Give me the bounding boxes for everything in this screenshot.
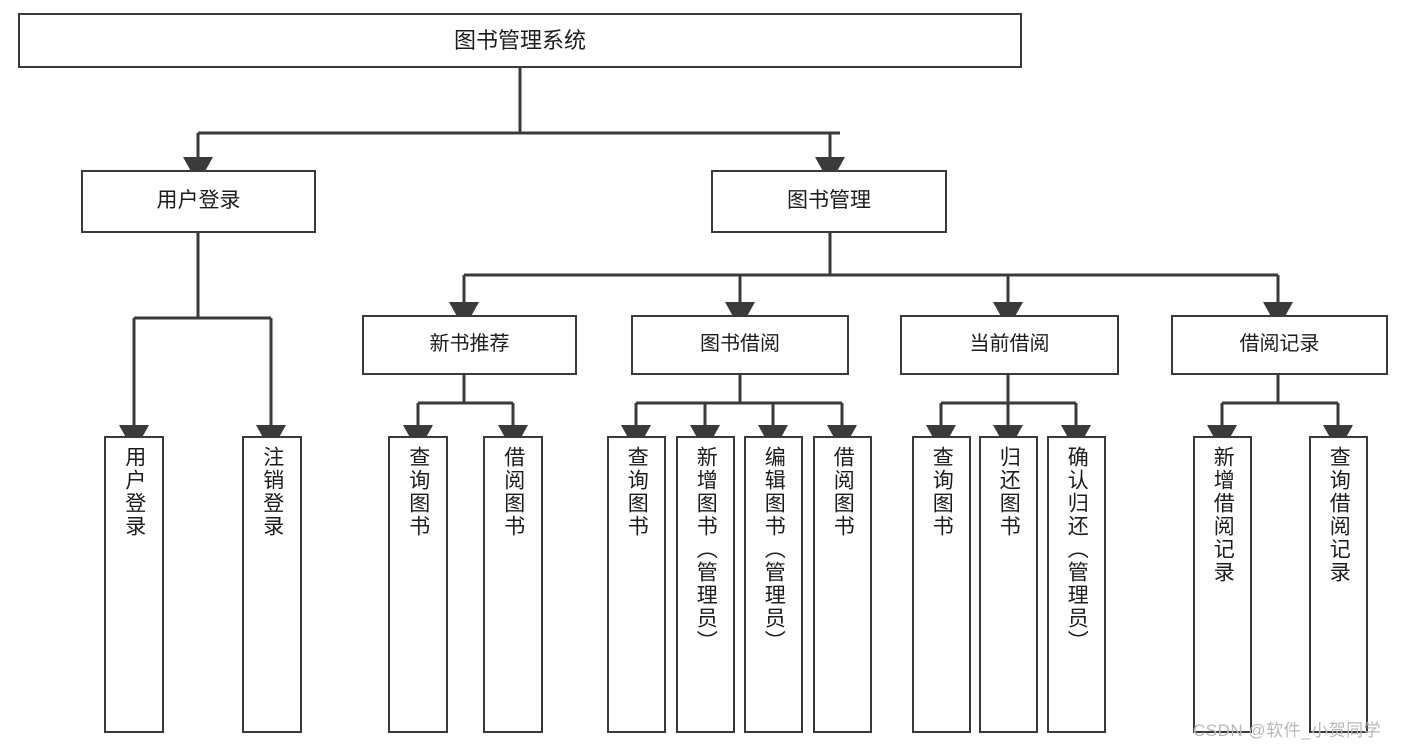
node-label: 用户登录 (156, 189, 241, 213)
node-book-management[interactable]: 图书管理 (711, 170, 947, 233)
leaf-new-book-borrow[interactable]: 借阅图书 (483, 436, 543, 733)
node-label: 注销登录 (260, 446, 284, 538)
node-label: 借阅图书 (831, 446, 855, 538)
node-current-borrow[interactable]: 当前借阅 (900, 315, 1119, 375)
node-label: 借阅记录 (1239, 333, 1320, 356)
leaf-return-book[interactable]: 归还图书 (979, 436, 1038, 733)
watermark-text: CSDN @软件_小贺同学 (1193, 721, 1382, 740)
node-borrow-record[interactable]: 借阅记录 (1171, 315, 1388, 375)
node-label: 查询借阅记录 (1327, 446, 1351, 584)
leaf-query-borrow-record[interactable]: 查询借阅记录 (1309, 436, 1368, 733)
node-label: 新增图书（管理员） (694, 446, 718, 653)
node-label: 编辑图书（管理员） (762, 446, 786, 653)
node-label: 查询图书 (625, 446, 649, 538)
leaf-user-login[interactable]: 用户登录 (104, 436, 164, 733)
node-label: 归还图书 (997, 446, 1021, 538)
node-label: 借阅图书 (501, 446, 525, 538)
node-label: 确认归还（管理员） (1065, 446, 1089, 653)
node-book-management-system[interactable]: 图书管理系统 (18, 13, 1022, 68)
node-label: 查询图书 (930, 446, 954, 538)
leaf-confirm-return-admin[interactable]: 确认归还（管理员） (1047, 436, 1106, 733)
node-user-login[interactable]: 用户登录 (81, 170, 316, 233)
node-label: 当前借阅 (969, 333, 1050, 356)
leaf-edit-book-admin[interactable]: 编辑图书（管理员） (744, 436, 803, 733)
node-label: 新书推荐 (429, 333, 510, 356)
node-label: 用户登录 (122, 446, 146, 538)
leaf-add-borrow-record[interactable]: 新增借阅记录 (1193, 436, 1252, 733)
leaf-current-query-book[interactable]: 查询图书 (912, 436, 971, 733)
node-label: 查询图书 (406, 446, 430, 538)
node-label: 图书借阅 (700, 333, 780, 356)
node-book-borrow[interactable]: 图书借阅 (631, 315, 849, 375)
node-label: 新增借阅记录 (1211, 446, 1235, 584)
node-new-book-recommend[interactable]: 新书推荐 (362, 315, 577, 375)
node-label: 图书管理 (787, 189, 871, 213)
leaf-borrow-query-book[interactable]: 查询图书 (607, 436, 666, 733)
leaf-add-book-admin[interactable]: 新增图书（管理员） (676, 436, 735, 733)
leaf-new-book-query[interactable]: 查询图书 (388, 436, 448, 733)
leaf-borrow-book[interactable]: 借阅图书 (813, 436, 872, 733)
leaf-logout[interactable]: 注销登录 (242, 436, 302, 733)
node-label: 图书管理系统 (453, 27, 586, 53)
